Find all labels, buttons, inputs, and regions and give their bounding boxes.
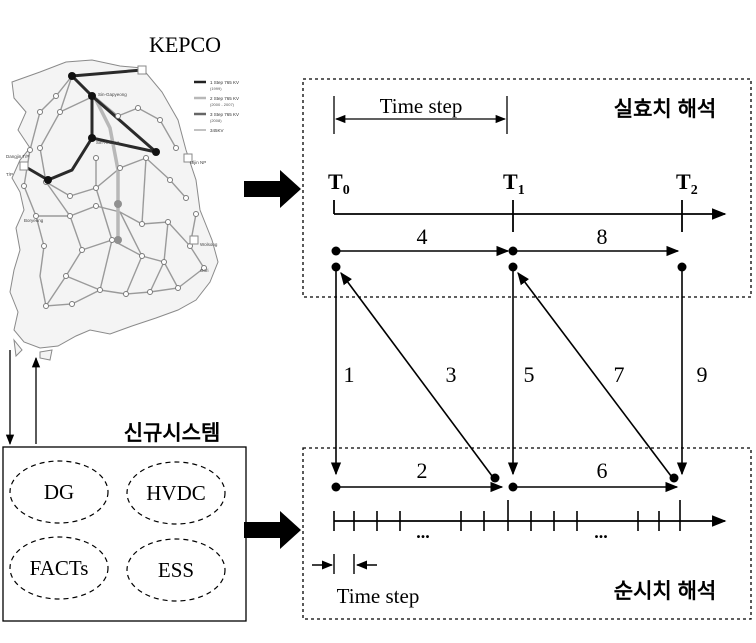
legend-sub: (1999) (210, 86, 222, 91)
power-plant-markers (19, 65, 199, 245)
map-to-rms-block-arrow (244, 170, 301, 208)
step-4-label: 4 (417, 224, 428, 249)
step-7-label: 7 (614, 362, 625, 387)
rms-analysis-panel: 실효치 해석 Time step T0 T1 T2 4 8 (302, 78, 752, 298)
place-label: Dangjin T/P (6, 154, 29, 159)
new-system-title: 신규시스템 (124, 422, 221, 445)
ess-ellipse (126, 538, 226, 602)
island-shape (39, 349, 53, 361)
legend-label: 345KV (210, 128, 224, 133)
dg-ellipse (9, 460, 109, 524)
legend-label: 2 Step 765 KV (210, 96, 239, 101)
ellipsis-1: ... (416, 522, 430, 542)
step-8-label: 8 (597, 224, 608, 249)
place-label: T/P (6, 172, 13, 177)
place-label: Wolsong (200, 242, 218, 247)
kepco-map: KEPCO (6, 32, 239, 361)
map-legend: 1 Step 765 KV (1999) 2 Step 765 KV (2000… (194, 80, 239, 133)
ess-label: ESS (158, 558, 194, 582)
t1-label: T1 (503, 169, 525, 198)
instant-row2-dots (331, 482, 518, 492)
instant-dashed-box (302, 447, 752, 620)
instant-title: 순시치 해석 (614, 580, 716, 603)
step-6-label: 6 (597, 458, 608, 483)
new-system-panel: 신규시스템 DG HVDC FACTs ESS (2, 422, 247, 622)
legend-label: 3 Step 765 KV (210, 112, 239, 117)
instant-row1-dots (490, 473, 679, 483)
legend-sub: (2008) (210, 118, 222, 123)
rms-row2-dots (331, 262, 687, 272)
instantaneous-analysis-panel: 순시치 해석 2 6 ... (302, 447, 752, 620)
t0-label: T0 (328, 169, 350, 198)
rms-row1-dots (331, 246, 518, 256)
instant-time-ticks (333, 500, 681, 531)
legend-sub: (2000 - 2007) (210, 102, 235, 107)
t2-label: T2 (676, 169, 698, 198)
facts-ellipse (9, 536, 109, 600)
converter-markers (114, 200, 122, 244)
step-1-label: 1 (344, 362, 355, 387)
place-label: Gori (200, 268, 209, 273)
step-2-label: 2 (417, 458, 428, 483)
dg-label: DG (44, 480, 74, 504)
step-3-arrow (340, 271, 496, 481)
facts-label: FACTs (30, 556, 89, 580)
legend-label: 1 Step 765 KV (210, 80, 239, 85)
step-7-arrow (517, 271, 675, 481)
island-shape (13, 338, 23, 358)
instant-time-step-label: Time step (337, 584, 420, 608)
place-label: Sin-Gapyeong (98, 92, 127, 97)
rms-time-step-label: Time step (380, 94, 463, 118)
rms-dashed-box (302, 78, 752, 298)
place-label: Uljin NP (190, 160, 206, 165)
ellipsis-2: ... (594, 522, 608, 542)
hvdc-label: HVDC (146, 481, 206, 505)
765kv-substations (44, 72, 160, 184)
place-label: Boryeong (24, 218, 44, 223)
step-5-label: 5 (524, 362, 535, 387)
rms-title: 실효치 해석 (614, 98, 716, 121)
exchange-arrows: 1 3 5 7 9 (330, 267, 708, 481)
new-system-box (2, 446, 247, 622)
system-to-instant-block-arrow (244, 511, 301, 549)
place-labels: Sin-Gapyeong Sin-Ansung Uljin NP Dangjin… (6, 92, 218, 273)
map-title: KEPCO (149, 32, 221, 57)
step-3-label: 3 (446, 362, 457, 387)
hvdc-ellipse (126, 461, 226, 525)
step-9-label: 9 (697, 362, 708, 387)
place-label: Sin-Ansung (96, 140, 120, 145)
